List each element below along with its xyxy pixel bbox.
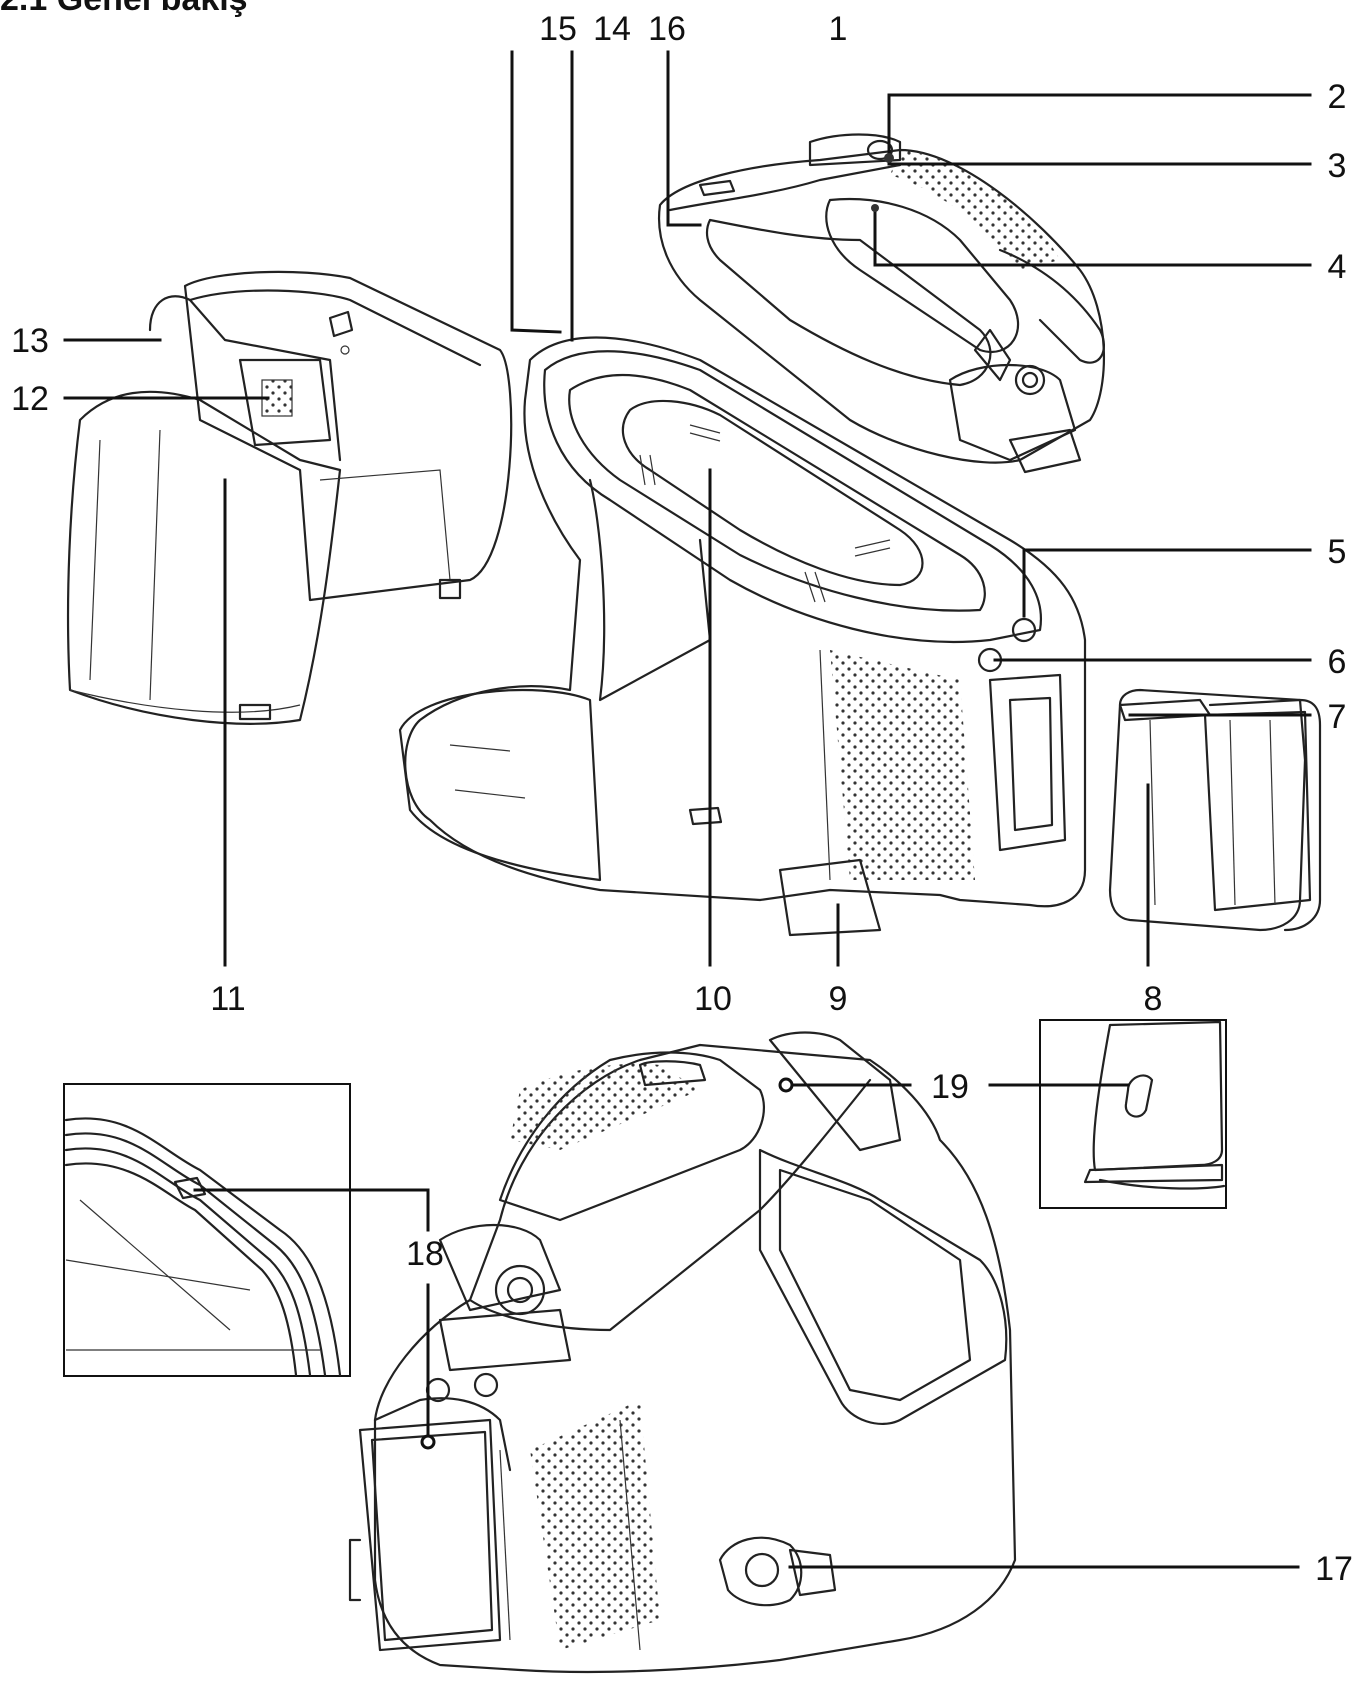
side-tank-drawing <box>1108 688 1322 932</box>
callout-17: 17 <box>1315 1550 1353 1588</box>
callout-15: 15 <box>539 10 577 48</box>
callout-19: 19 <box>931 1068 969 1106</box>
callout-10: 10 <box>694 980 732 1018</box>
inset-box-left <box>63 1083 351 1377</box>
callout-7: 7 <box>1328 698 1347 736</box>
callout-18: 18 <box>406 1235 444 1273</box>
leader-line-4 <box>873 208 1312 267</box>
callout-16: 16 <box>648 10 686 48</box>
inset-box-right <box>1039 1019 1227 1209</box>
base-station-drawing <box>398 336 1087 937</box>
callout-6: 6 <box>1328 643 1347 681</box>
callout-4: 4 <box>1328 248 1347 286</box>
callout-2: 2 <box>1328 78 1347 116</box>
section-title: 2.1 Genel bakış <box>0 0 248 19</box>
leader-lines <box>63 50 1312 1569</box>
callout-3: 3 <box>1328 147 1347 185</box>
iron-drawing <box>658 133 1106 474</box>
leader-dots <box>420 153 894 1450</box>
callout-13: 13 <box>11 322 49 360</box>
callout-5: 5 <box>1328 533 1347 571</box>
callout-9: 9 <box>829 980 848 1018</box>
callout-numbers: 15 14 16 1 2 3 4 5 6 7 8 9 10 11 12 13 1… <box>11 10 1353 1588</box>
leader-line-15 <box>510 50 562 334</box>
callout-14: 14 <box>593 10 631 48</box>
callout-12: 12 <box>11 380 49 418</box>
leader-line-16 <box>666 50 702 227</box>
leader-line-18a <box>193 1188 430 1232</box>
assembled-unit-drawing <box>348 1031 1017 1674</box>
callout-11: 11 <box>210 980 245 1018</box>
callout-1: 1 <box>829 10 848 48</box>
callout-8: 8 <box>1144 980 1163 1018</box>
leader-line-5 <box>1022 548 1312 618</box>
